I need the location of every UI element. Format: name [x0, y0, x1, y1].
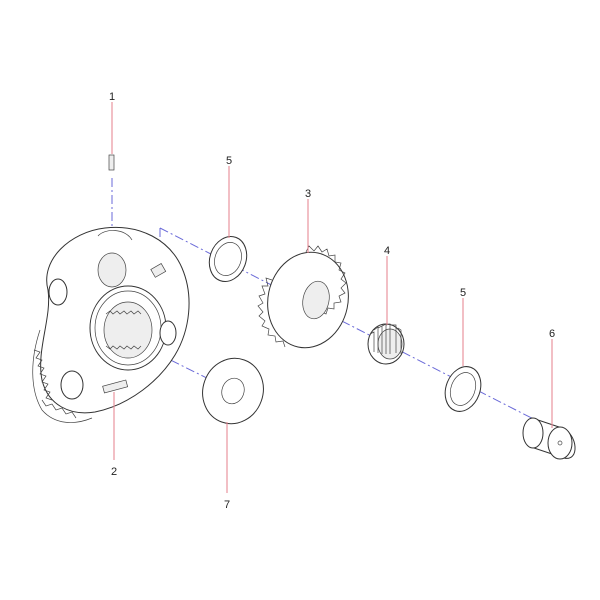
planet-shaft-part: [522, 417, 576, 460]
leader-lines: [111, 102, 553, 493]
thrust-plate-part: [202, 357, 264, 425]
callout-5-left: 5: [226, 155, 232, 167]
callout-7: 7: [224, 499, 230, 511]
callout-2: 2: [111, 466, 117, 478]
thrust-washer-left-part: [208, 236, 248, 282]
callout-3: 3: [305, 188, 311, 200]
pin-part: [108, 154, 115, 171]
callout-6: 6: [549, 328, 555, 340]
needle-bearing-part: [367, 323, 405, 365]
callout-5-right: 5: [460, 287, 466, 299]
callout-4: 4: [384, 245, 390, 257]
thrust-washer-right-part: [444, 366, 482, 412]
callout-1: 1: [109, 91, 115, 103]
planet-gear-part: [257, 245, 349, 349]
callout-labels: 1 2 3 4 5 5 6 7: [109, 91, 555, 511]
planet-carrier-part: [32, 226, 190, 423]
